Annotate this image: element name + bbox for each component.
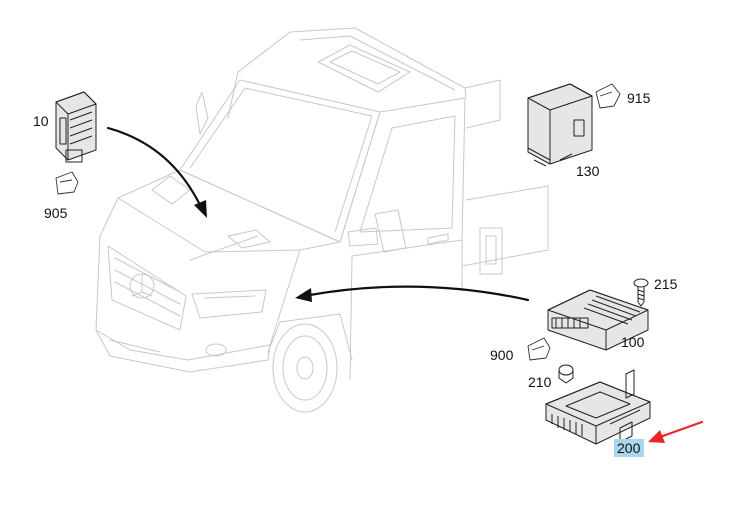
arrow-to-engine [295, 285, 530, 302]
callout-130[interactable]: 130 [576, 163, 600, 179]
highlight-pointer-arrow [648, 420, 704, 443]
part-210-nut[interactable] [558, 364, 574, 384]
part-200-bracket[interactable] [545, 369, 651, 445]
callout-900[interactable]: 900 [490, 347, 514, 363]
part-100-engine-control-unit[interactable] [547, 289, 649, 351]
callout-10[interactable]: 10 [33, 113, 49, 129]
part-130-control-unit[interactable] [527, 83, 593, 167]
van-illustration [95, 27, 549, 413]
part-215-screw[interactable] [633, 278, 649, 307]
part-10-control-unit[interactable] [55, 91, 97, 163]
arrow-to-windshield [106, 126, 207, 218]
callout-905[interactable]: 905 [44, 205, 68, 221]
part-915-connector[interactable] [595, 83, 621, 109]
part-905-connector[interactable] [55, 171, 79, 195]
callout-100[interactable]: 100 [621, 334, 645, 350]
callout-200-highlight [614, 439, 644, 457]
part-900-connector[interactable] [527, 337, 551, 361]
callout-215[interactable]: 215 [654, 276, 678, 292]
callout-915[interactable]: 915 [627, 90, 651, 106]
callout-labels: 10 905 915 130 215 100 900 210 200 [33, 90, 678, 457]
callout-200[interactable]: 200 [617, 440, 641, 456]
callout-210[interactable]: 210 [528, 374, 552, 390]
